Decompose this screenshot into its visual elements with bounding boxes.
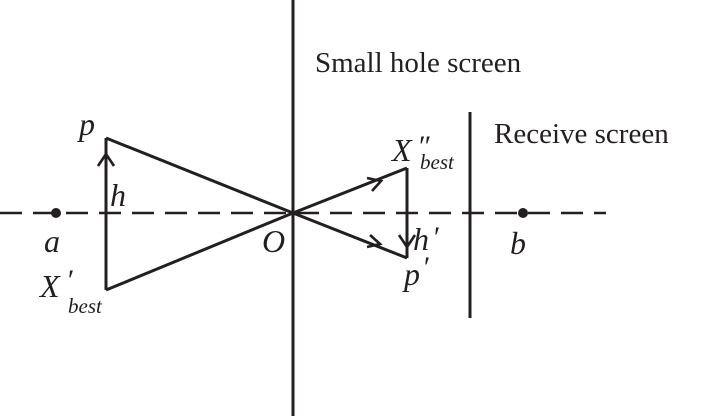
point-a-label: a — [44, 223, 60, 259]
svg-text:″: ″ — [417, 130, 430, 163]
svg-text:best: best — [68, 294, 103, 318]
image-height-label: h ′ — [413, 221, 439, 257]
object-bottom-ray — [105, 211, 294, 292]
svg-text:p: p — [402, 256, 420, 292]
object-height-label: h — [110, 177, 126, 213]
image-top-label: X ″ best — [390, 130, 455, 174]
image-bottom-label: p ′ — [402, 251, 429, 292]
svg-text:X: X — [390, 132, 413, 168]
origin-label: O — [262, 223, 285, 259]
point-b-label: b — [510, 225, 526, 261]
svg-text:best: best — [420, 150, 455, 174]
upper-ray-arrow — [366, 176, 384, 192]
svg-text:′: ′ — [432, 221, 439, 254]
point-b-marker — [518, 208, 528, 218]
receive-screen-label: Receive screen — [494, 118, 669, 150]
object-top-ray — [105, 136, 294, 215]
image-height-arrow — [397, 234, 417, 250]
svg-text:X: X — [38, 268, 61, 304]
svg-text:′: ′ — [422, 251, 429, 284]
object-top-label: p — [77, 106, 95, 142]
image-lower-ray — [292, 211, 408, 260]
image-upper-ray — [292, 166, 408, 215]
lower-ray-arrow — [366, 234, 383, 249]
object-height-arrow — [96, 151, 116, 167]
point-a-marker — [51, 208, 61, 218]
object-bottom-label: X ′ best — [38, 264, 103, 318]
small-hole-screen-label: Small hole screen — [315, 47, 522, 79]
svg-text:′: ′ — [66, 264, 73, 297]
svg-text:h: h — [413, 221, 429, 257]
